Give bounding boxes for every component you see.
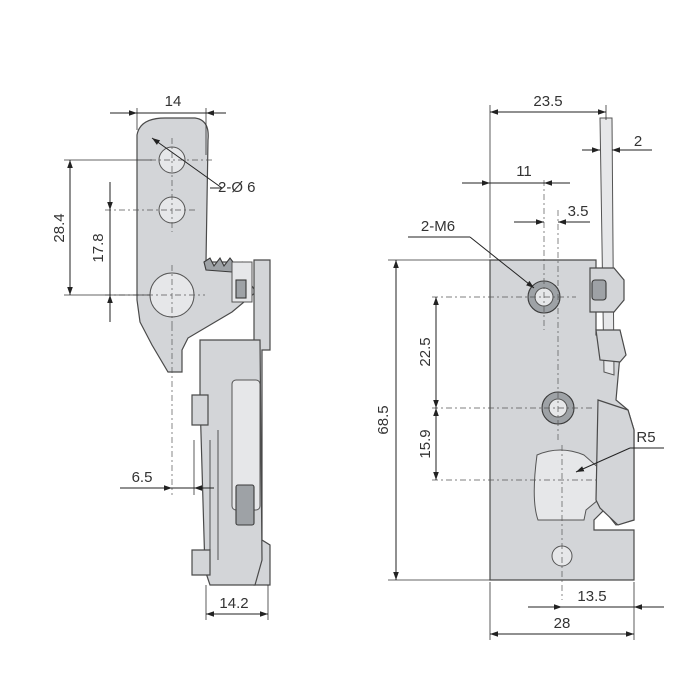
dim-label-14: 14 [165,93,182,110]
dim-label-15-9: 15.9 [417,429,434,458]
dim-label-11: 11 [516,163,532,180]
dim-label-68-5: 68.5 [375,405,392,434]
dim-label-23-5: 23.5 [533,93,562,110]
dim-label-threads: 2-M6 [421,218,455,235]
spring-slot [235,279,247,299]
lever-arm [136,117,257,373]
leader-threads [469,236,535,289]
leader-radius [575,447,631,473]
dim-label-6-5: 6.5 [132,469,153,486]
dim-label-17-8: 17.8 [90,233,107,262]
dim-label-28: 28 [554,615,571,632]
pawl-tab [595,329,627,363]
side-view: 14 2-Ø 6 28.4 17.8 6.5 14.2 [51,93,271,620]
spring-knob [589,267,625,313]
front-view: 23.5 2 11 3.5 2-M6 68.5 22.5 15.9 R5 [375,93,664,640]
leader-holes [151,137,223,189]
dim-label-22-5: 22.5 [417,337,434,366]
dim-label-2: 2 [634,133,642,150]
dim-label-holes: 2-Ø 6 [218,179,256,196]
dark-insert [235,484,255,526]
body-outline [209,430,219,560]
slot-cutout [533,449,611,521]
dim-label-3-5: 3.5 [568,203,589,220]
spring-knob-dark [591,279,607,301]
dim-label-14-2: 14.2 [219,595,248,612]
side-flange [191,394,209,426]
dim-label-13-5: 13.5 [577,588,606,605]
bottom-flange [191,549,211,576]
dim-label-28-4: 28.4 [51,213,68,242]
lever-nose [595,399,635,526]
dim-label-radius: R5 [636,429,655,446]
